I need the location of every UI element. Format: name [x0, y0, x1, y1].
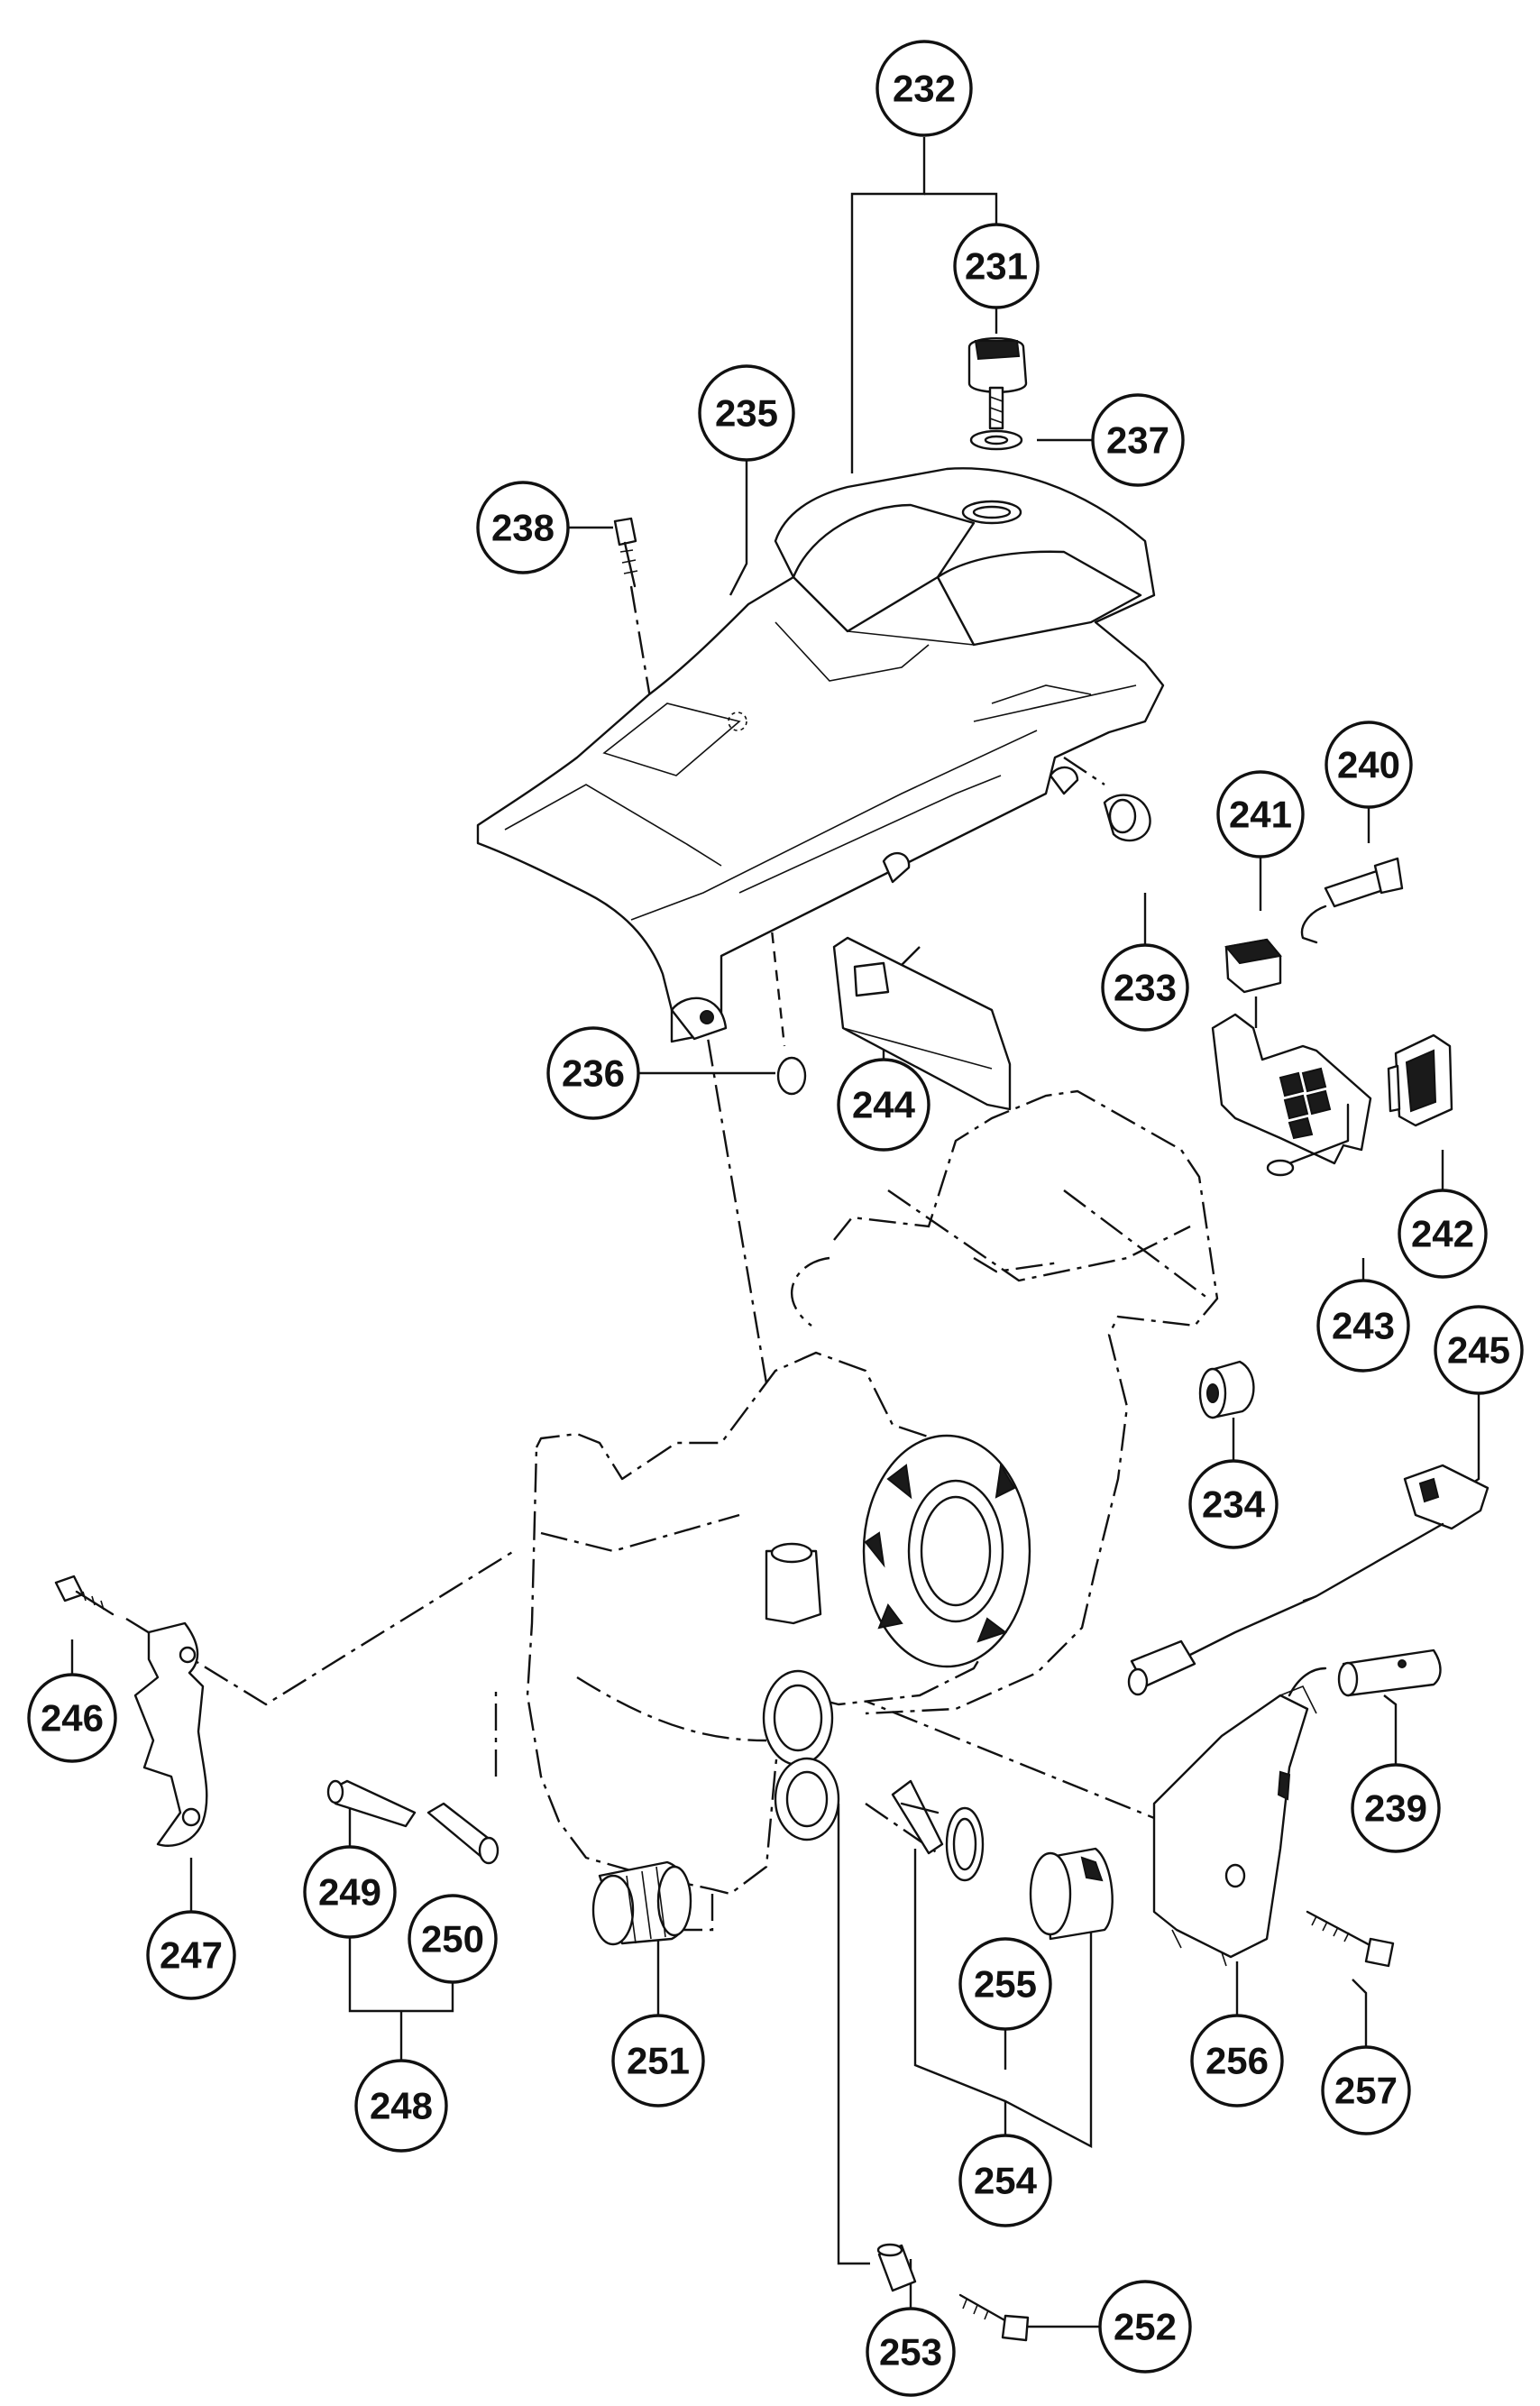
callout-label-253: 253 — [879, 2331, 942, 2374]
callout-241: 241 — [1216, 770, 1305, 859]
callout-label-250: 250 — [421, 1918, 484, 1961]
stud-249 — [326, 1779, 417, 1828]
callout-249: 249 — [303, 1845, 397, 1939]
grommet-233 — [1103, 794, 1151, 842]
callout-label-244: 244 — [852, 1084, 916, 1126]
callout-label-247: 247 — [160, 1934, 223, 1977]
screw-252 — [958, 2293, 1030, 2342]
gasket-255 — [891, 1779, 985, 1882]
callout-label-236: 236 — [562, 1052, 625, 1095]
callout-label-243: 243 — [1332, 1305, 1395, 1347]
grommet-234 — [1198, 1360, 1255, 1419]
switch-242 — [1387, 1033, 1453, 1127]
callout-253: 253 — [866, 2307, 956, 2397]
callout-label-251: 251 — [627, 2040, 690, 2082]
callout-256: 256 — [1190, 2014, 1284, 2108]
callout-label-235: 235 — [715, 392, 778, 435]
callout-237: 237 — [1091, 393, 1185, 487]
callout-243: 243 — [1316, 1279, 1410, 1373]
knob-231 — [967, 337, 1028, 430]
callout-238: 238 — [476, 481, 570, 574]
bracket-247 — [133, 1621, 208, 1847]
cover-256 — [1152, 1667, 1327, 1967]
callout-254: 254 — [958, 2134, 1052, 2227]
callout-label-238: 238 — [491, 507, 555, 549]
tube-239 — [1337, 1648, 1442, 1697]
callout-246: 246 — [27, 1673, 117, 1763]
sleeve-250 — [426, 1802, 500, 1865]
callout-label-254: 254 — [974, 2160, 1038, 2202]
callout-231: 231 — [953, 223, 1040, 309]
callout-232: 232 — [875, 40, 973, 137]
callout-252: 252 — [1098, 2280, 1192, 2374]
callout-257: 257 — [1321, 2045, 1411, 2135]
callout-label-252: 252 — [1114, 2306, 1177, 2348]
plug-236 — [776, 1056, 807, 1096]
callout-234: 234 — [1188, 1459, 1279, 1549]
clip-240 — [1300, 857, 1404, 944]
callout-239: 239 — [1351, 1763, 1441, 1853]
callout-label-231: 231 — [965, 245, 1028, 288]
top-cover-235 — [476, 467, 1165, 1043]
callout-label-257: 257 — [1334, 2070, 1398, 2112]
callout-label-233: 233 — [1114, 967, 1177, 1009]
callout-240: 240 — [1325, 721, 1413, 809]
callout-255: 255 — [958, 1937, 1052, 2031]
callout-248: 248 — [354, 2059, 448, 2153]
callout-245: 245 — [1434, 1305, 1524, 1395]
block-241 — [1224, 938, 1282, 994]
board-243 — [1211, 1013, 1372, 1177]
bolt-246 — [54, 1575, 115, 1616]
callout-label-237: 237 — [1106, 419, 1169, 462]
callout-label-248: 248 — [370, 2085, 433, 2127]
washers-237 — [961, 429, 1023, 525]
callout-250: 250 — [408, 1894, 498, 1984]
callout-251: 251 — [611, 2014, 705, 2108]
cable-245 — [1127, 1464, 1490, 1696]
callout-244: 244 — [837, 1058, 930, 1152]
callout-label-256: 256 — [1205, 2040, 1269, 2082]
callout-label-246: 246 — [41, 1697, 104, 1740]
callout-label-245: 245 — [1447, 1329, 1510, 1372]
callout-235: 235 — [698, 364, 795, 462]
bearing-251 — [591, 1860, 692, 1946]
callout-236: 236 — [546, 1026, 640, 1120]
callout-label-241: 241 — [1229, 794, 1292, 836]
cap-254 — [1029, 1847, 1114, 1941]
plate-244 — [832, 936, 1012, 1111]
crankcase — [526, 1089, 1219, 1896]
screw-238 — [613, 517, 638, 588]
callout-label-242: 242 — [1411, 1213, 1474, 1255]
callout-247: 247 — [146, 1910, 236, 2000]
callout-label-232: 232 — [893, 68, 956, 110]
screw-257 — [1306, 1910, 1395, 1968]
callout-label-240: 240 — [1337, 744, 1400, 786]
callout-242: 242 — [1398, 1189, 1488, 1279]
callout-label-234: 234 — [1202, 1483, 1266, 1526]
callout-label-255: 255 — [974, 1963, 1037, 2006]
pin-253 — [876, 2243, 917, 2292]
callout-label-249: 249 — [318, 1871, 381, 1914]
leader-lines — [70, 137, 1480, 2328]
callout-label-239: 239 — [1364, 1787, 1427, 1830]
callout-233: 233 — [1101, 943, 1189, 1032]
